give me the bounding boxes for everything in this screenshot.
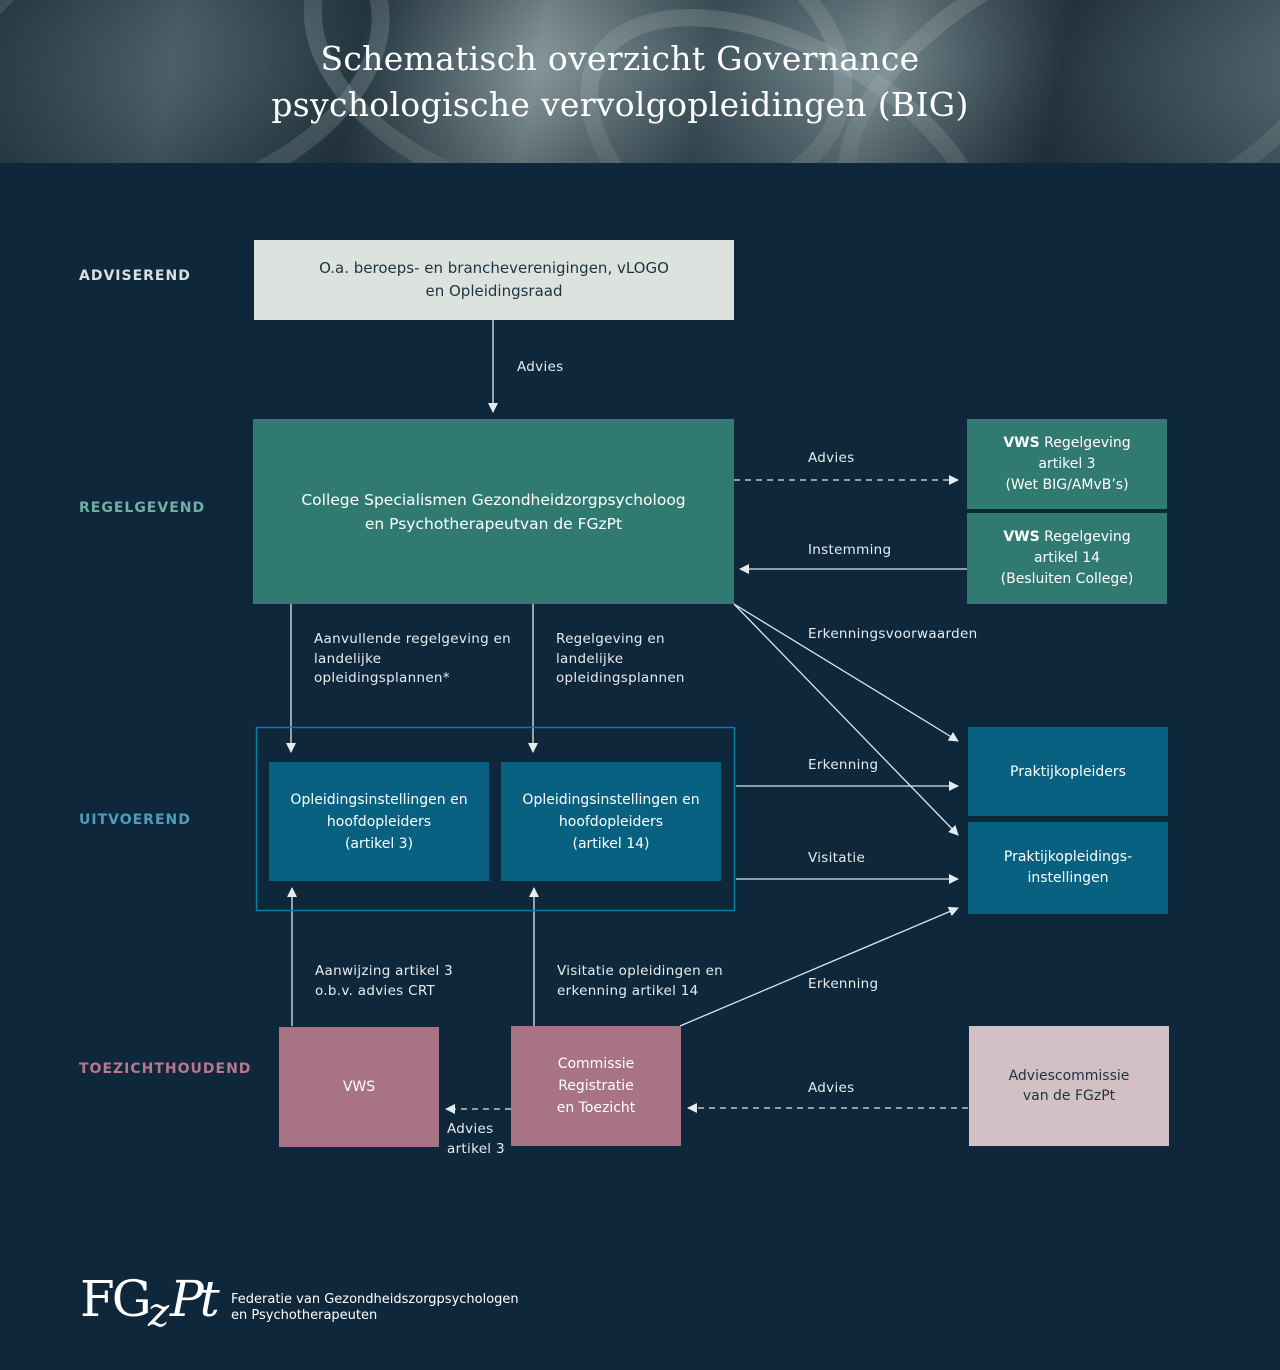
- svg-text:Pt: Pt: [169, 1270, 221, 1328]
- uitvoerend-group-frame: [255, 726, 736, 912]
- label-advies-vws3: Advies: [808, 450, 855, 466]
- label-advies-top: Advies: [517, 359, 564, 375]
- title-line-1: Schematisch overzicht Governance: [320, 39, 920, 78]
- label-instemming: Instemming: [808, 542, 892, 558]
- row-label-toezichthoudend: TOEZICHTHOUDEND: [79, 1061, 252, 1077]
- svg-text:FG: FG: [80, 1270, 149, 1328]
- header-image: [0, 0, 1280, 163]
- arrow-erkenningsvoorwaarden-2: [733, 603, 959, 836]
- label-erkenningsvoorwaarden: Erkenningsvoorwaarden: [808, 626, 978, 642]
- label-erkenning-low: Erkenning: [808, 976, 879, 992]
- arrow-erkenning-low: [679, 906, 959, 1027]
- label-erkenning-mid: Erkenning: [808, 757, 879, 773]
- page-title: Schematisch overzicht Governance psychol…: [0, 36, 1240, 128]
- title-line-2: psychologische vervolgopleidingen (BIG): [271, 85, 969, 124]
- box-beroepsverenigingen: O.a. beroeps- en brancheverenigingen, vL…: [254, 240, 734, 320]
- row-label-adviserend: ADVISEREND: [79, 268, 191, 284]
- box-praktijkopleidingsinstellingen: Praktijkopleidings-instellingen: [968, 822, 1168, 914]
- fgzpt-logo: FG z Pt: [80, 1270, 225, 1336]
- box-vws: VWS: [279, 1027, 439, 1147]
- label-visitatie: Visitatie: [808, 850, 866, 866]
- label-advies-adviescommissie: Advies: [808, 1080, 855, 1096]
- svg-text:z: z: [147, 1290, 170, 1334]
- row-label-regelgevend: REGELGEVEND: [79, 500, 206, 516]
- box-college-specialismen: College Specialismen Gezondheidzorgpsych…: [253, 419, 734, 604]
- fgzpt-logo-text: Federatie van Gezondheidszorgpsychologen…: [231, 1292, 519, 1323]
- box-praktijkopleiders: Praktijkopleiders: [968, 727, 1168, 816]
- fgzpt-logo-mark: FG z Pt: [80, 1270, 225, 1336]
- row-label-uitvoerend: UITVOEREND: [79, 812, 191, 828]
- arrow-erkenningsvoorwaarden-1: [733, 603, 959, 742]
